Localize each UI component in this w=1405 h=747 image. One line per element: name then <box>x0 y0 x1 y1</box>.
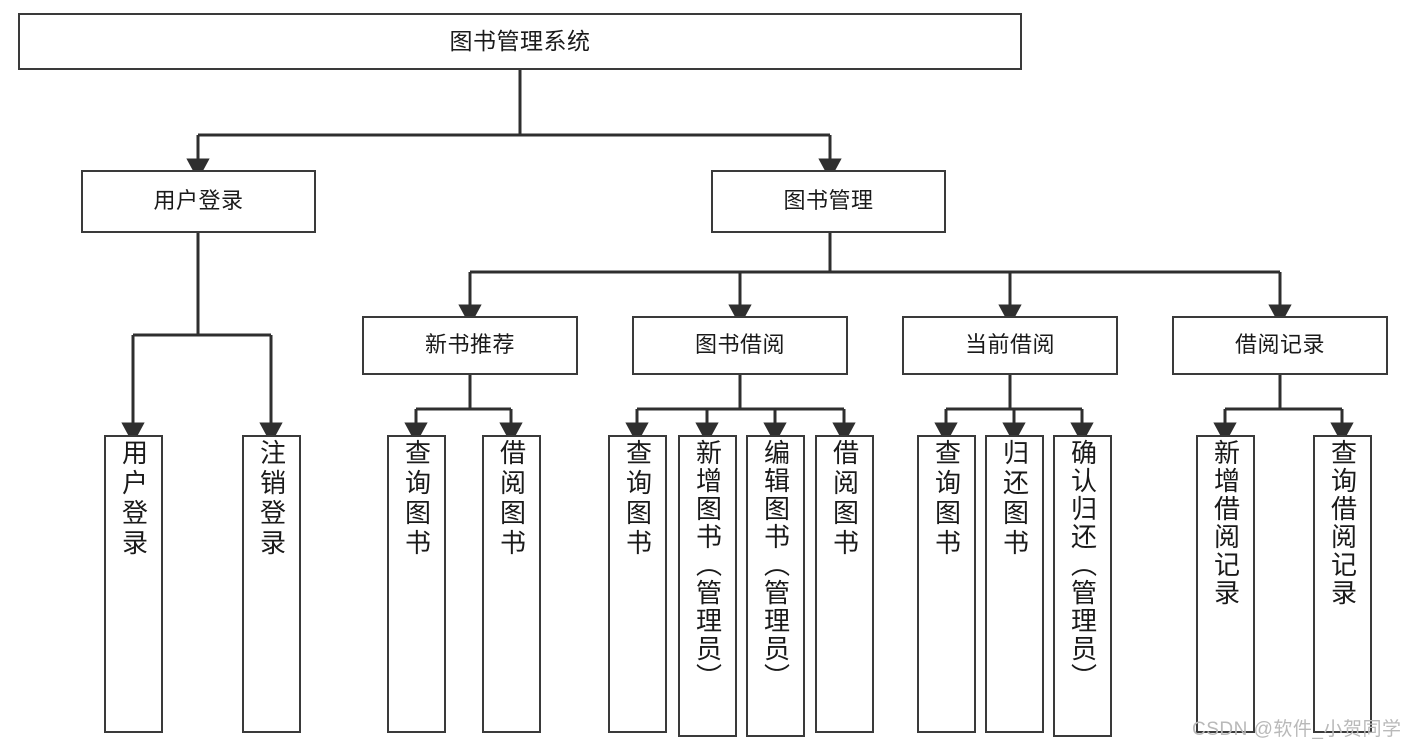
leaf-borrow-edit-book-admin[interactable]: 编辑图书（管理员） <box>746 435 805 737</box>
node-label: 借阅记录 <box>1234 332 1325 358</box>
leaf-user-login-logout[interactable]: 注销登录 <box>242 435 301 733</box>
leaf-current-query-book[interactable]: 查询图书 <box>917 435 976 733</box>
node-label: 用户登录 <box>153 188 244 214</box>
node-book-management-system[interactable]: 图书管理系统 <box>18 13 1022 70</box>
node-label: 注销登录 <box>256 439 287 559</box>
node-book-borrow[interactable]: 图书借阅 <box>632 316 848 375</box>
leaf-borrow-query-book[interactable]: 查询图书 <box>608 435 667 733</box>
node-borrow-record[interactable]: 借阅记录 <box>1172 316 1388 375</box>
leaf-current-return-book[interactable]: 归还图书 <box>985 435 1044 733</box>
node-label: 查询图书 <box>401 439 432 559</box>
node-label: 新增借阅记录 <box>1210 439 1241 607</box>
node-label: 借阅图书 <box>829 439 860 559</box>
node-label: 归还图书 <box>999 439 1030 559</box>
node-label: 查询借阅记录 <box>1327 439 1358 607</box>
node-label: 编辑图书（管理员） <box>760 439 791 691</box>
node-label: 图书管理系统 <box>449 27 591 54</box>
leaf-recommend-query-book[interactable]: 查询图书 <box>387 435 446 733</box>
node-book-management[interactable]: 图书管理 <box>711 170 946 233</box>
node-label: 确认归还（管理员） <box>1067 439 1098 691</box>
leaf-user-login-login[interactable]: 用户登录 <box>104 435 163 733</box>
node-label: 查询图书 <box>622 439 653 559</box>
leaf-current-confirm-return-admin[interactable]: 确认归还（管理员） <box>1053 435 1112 737</box>
node-label: 借阅图书 <box>496 439 527 559</box>
node-label: 查询图书 <box>931 439 962 559</box>
node-user-login[interactable]: 用户登录 <box>81 170 316 233</box>
node-label: 图书管理 <box>783 188 874 214</box>
leaf-borrow-add-book-admin[interactable]: 新增图书（管理员） <box>678 435 737 737</box>
leaf-borrow-borrow-book[interactable]: 借阅图书 <box>815 435 874 733</box>
leaf-record-add-record[interactable]: 新增借阅记录 <box>1196 435 1255 733</box>
node-label: 新增图书（管理员） <box>692 439 723 691</box>
node-label: 用户登录 <box>118 439 149 559</box>
node-label: 新书推荐 <box>424 332 515 358</box>
leaf-record-query-record[interactable]: 查询借阅记录 <box>1313 435 1372 733</box>
node-label: 图书借阅 <box>694 332 785 358</box>
node-label: 当前借阅 <box>964 332 1055 358</box>
leaf-recommend-borrow-book[interactable]: 借阅图书 <box>482 435 541 733</box>
node-current-borrow[interactable]: 当前借阅 <box>902 316 1118 375</box>
node-new-book-recommend[interactable]: 新书推荐 <box>362 316 578 375</box>
